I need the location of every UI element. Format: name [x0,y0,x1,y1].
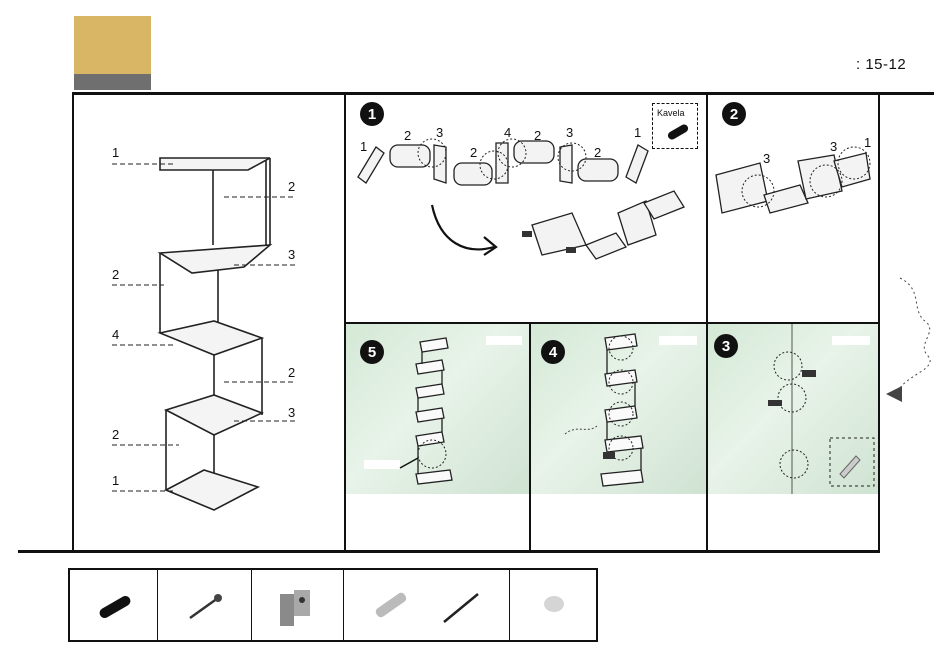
felt-pad-icon [510,570,598,642]
bottom-rule [18,550,880,553]
overview-label-3-b: 3 [288,405,295,420]
parts-strip [68,568,598,642]
dowel-icon [70,570,158,642]
step-4-panel: 4 [531,324,706,494]
overview-label-4: 4 [112,327,119,342]
overview-label-2-a: 2 [288,179,295,194]
overview-label-2-b: 2 [112,267,119,282]
part-cell-fixings [344,570,510,642]
part-cell-screw [158,570,252,642]
bracket-icon [252,570,344,642]
product-code: : 15-12 [856,56,906,73]
part-cell-felt-pad [510,570,598,642]
step-5-drawing [346,324,529,494]
overview-label-2-c: 2 [288,365,295,380]
part-cell-dowel [70,570,158,642]
brand-color-block [74,16,151,74]
overview-label-1-top: 1 [112,145,119,160]
hanging-path-drawing [880,270,940,410]
overview-label-1-bottom: 1 [112,473,119,488]
overview-label-2-d: 2 [112,427,119,442]
step-3-panel: 3 [708,324,878,494]
part-cell-bracket [252,570,344,642]
step-2-drawing [708,95,878,322]
step-2-panel: 2 3 3 1 [708,95,878,322]
nail-icon [430,570,510,642]
overview-label-3-a: 3 [288,247,295,262]
step-1-panel: 1 Kavela 1 2 3 2 4 2 3 2 1 [346,95,706,322]
screw-icon [158,570,252,642]
brand-gray-bar [74,74,151,90]
step-5-panel: 5 [346,324,529,494]
step-3-drawing [708,324,878,494]
overview-panel: 1 2 2 3 4 2 3 2 1 [74,95,344,550]
step-1-drawing [346,95,706,322]
wall-plug-icon [354,570,434,642]
step-4-drawing [531,324,706,494]
